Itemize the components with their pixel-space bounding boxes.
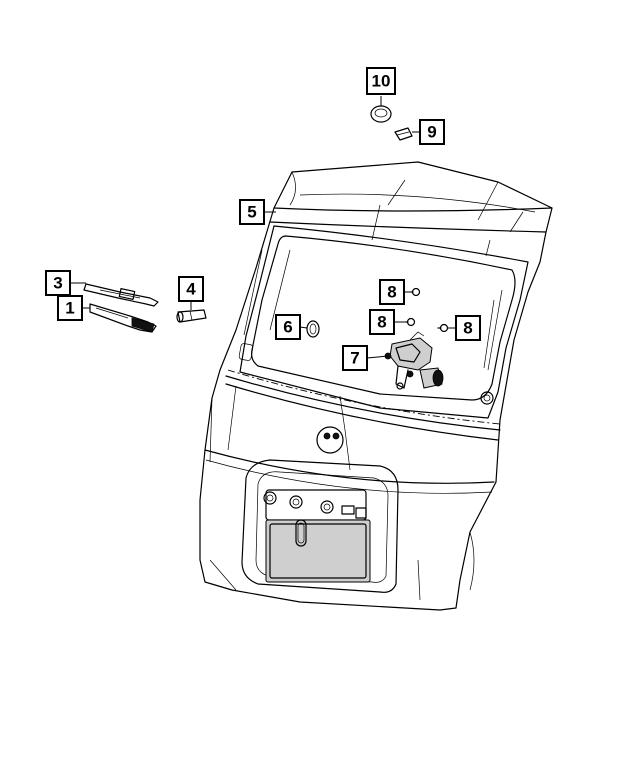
plug-part bbox=[306, 320, 320, 338]
callout-10-label: 10 bbox=[372, 72, 391, 91]
leader-lines bbox=[70, 96, 456, 359]
callout-3: 3 bbox=[45, 270, 71, 296]
screw-middle-part bbox=[405, 317, 416, 327]
callout-8-middle: 8 bbox=[369, 309, 395, 335]
callout-7: 7 bbox=[342, 345, 368, 371]
screw-right-part bbox=[437, 323, 449, 333]
arm-cap-part bbox=[176, 309, 207, 323]
callout-9-label: 9 bbox=[427, 123, 436, 142]
wiper-arm-part bbox=[83, 283, 159, 307]
callout-4-label: 4 bbox=[186, 280, 196, 299]
callout-1: 1 bbox=[57, 295, 83, 321]
callout-8-right: 8 bbox=[455, 315, 481, 341]
callout-5: 5 bbox=[239, 199, 265, 225]
callout-8-upper: 8 bbox=[379, 279, 405, 305]
callout-9: 9 bbox=[419, 119, 445, 145]
callout-8-upper-label: 8 bbox=[387, 283, 396, 302]
wiper-blade-part bbox=[89, 303, 157, 333]
screw-upper-part bbox=[410, 287, 421, 297]
callout-1-label: 1 bbox=[65, 299, 74, 318]
callout-5-label: 5 bbox=[247, 203, 256, 222]
wiper-motor-part bbox=[384, 331, 444, 390]
callout-10: 10 bbox=[366, 67, 396, 95]
callout-7-label: 7 bbox=[350, 349, 359, 368]
grommet-part bbox=[394, 127, 413, 141]
callout-8-middle-label: 8 bbox=[377, 313, 386, 332]
callout-3-label: 3 bbox=[53, 274, 62, 293]
callout-6-label: 6 bbox=[283, 318, 292, 337]
callout-6: 6 bbox=[275, 314, 301, 340]
callout-4: 4 bbox=[178, 276, 204, 302]
callout-8-right-label: 8 bbox=[463, 319, 472, 338]
nut-cap-part bbox=[370, 105, 392, 123]
liftgate-illustration bbox=[199, 161, 553, 611]
